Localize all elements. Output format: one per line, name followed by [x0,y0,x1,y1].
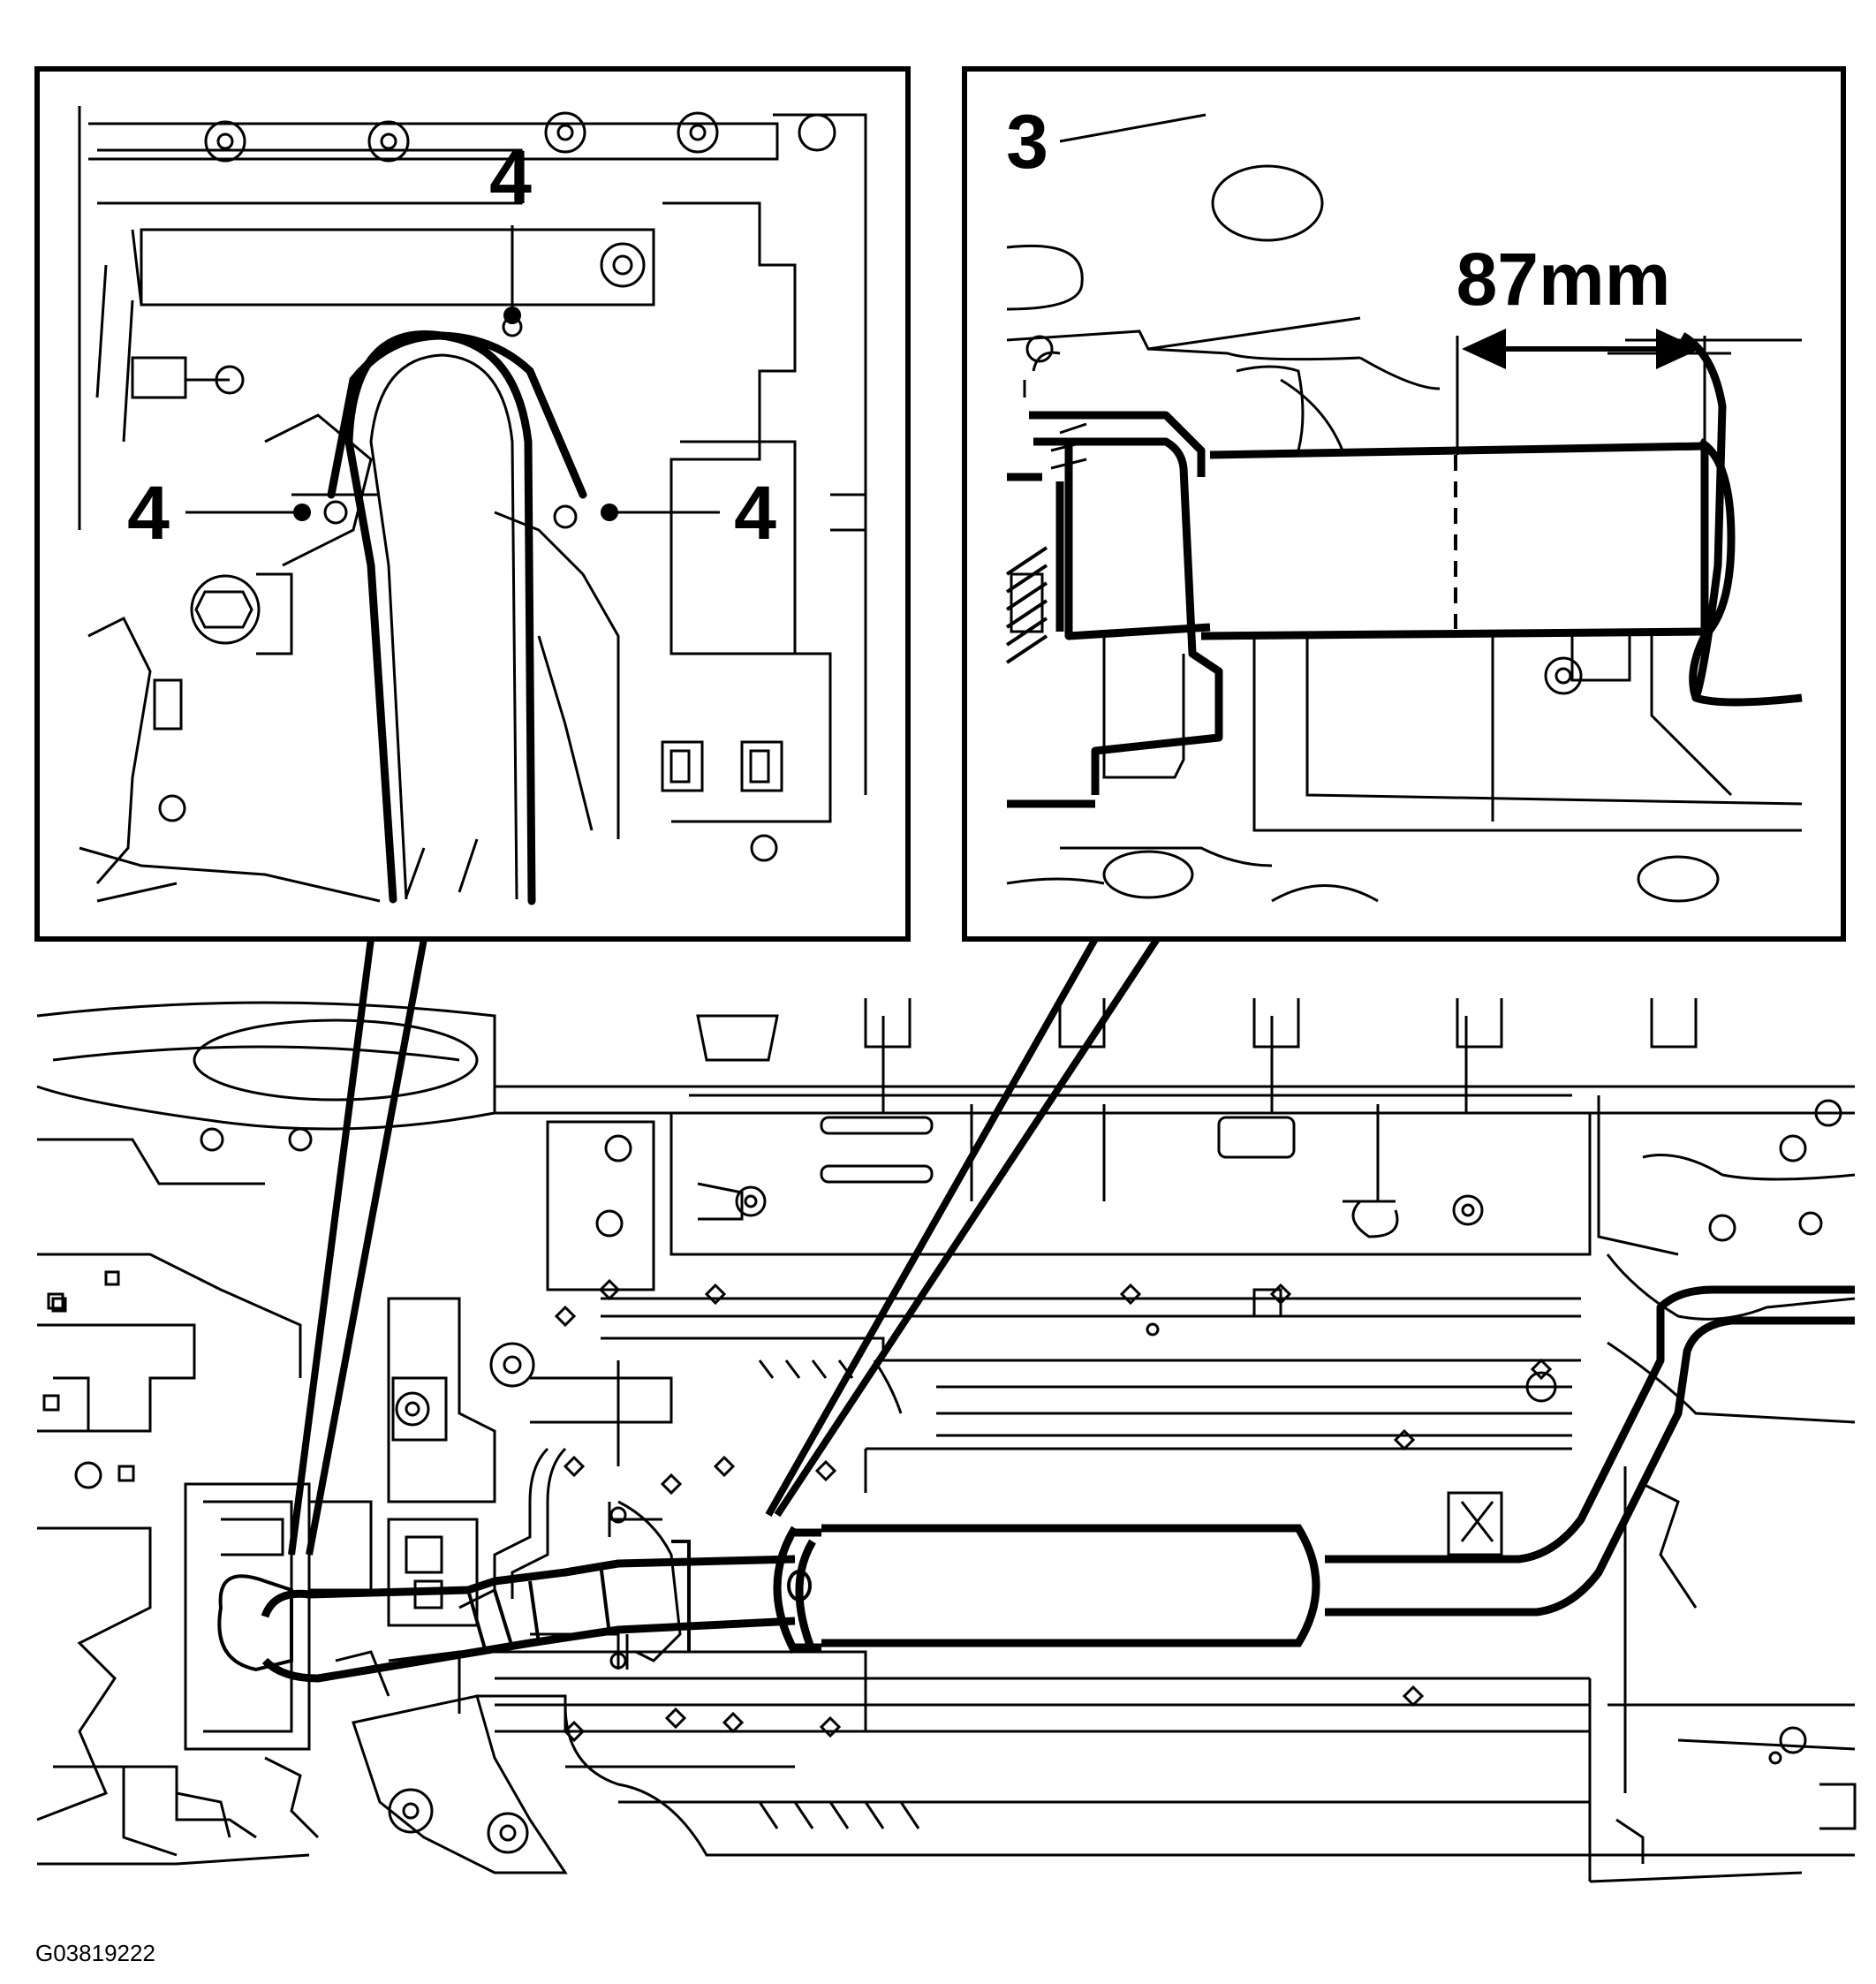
bolt-dot-right [601,504,618,521]
right-inset: 87mm 3 [962,66,1846,942]
muffler [773,1524,1320,1655]
pipe-outline [323,316,578,900]
muffler-outlet [787,1570,812,1602]
callout-label-3: 3 [1006,100,1048,185]
inset-pointer-left [288,938,427,1556]
chassis-linework [36,998,1857,1883]
right-inset-frame [962,66,1846,942]
flex-joint [217,1540,691,1672]
dimension-label: 87mm [1456,238,1671,321]
inset-pointer-right [765,936,1161,1518]
callout-label-left: 4 [127,471,170,556]
bolt-dot-top [503,307,521,324]
main-view [36,936,1857,1883]
callout-label-top: 4 [489,135,532,220]
left-inset: 4 4 4 [34,66,911,942]
figure-id: G03819222 [35,1940,155,1966]
dimension-arrow [1462,329,1700,369]
left-leaders [185,225,720,521]
hatching [1005,546,1048,664]
underbody-linework [1006,113,1803,903]
left-inset-frame [34,66,911,942]
pipe-highlight [327,330,587,905]
callout-label-right: 4 [734,471,776,556]
bolt-dot-left [293,504,311,521]
engine-bay-linework [78,106,867,903]
